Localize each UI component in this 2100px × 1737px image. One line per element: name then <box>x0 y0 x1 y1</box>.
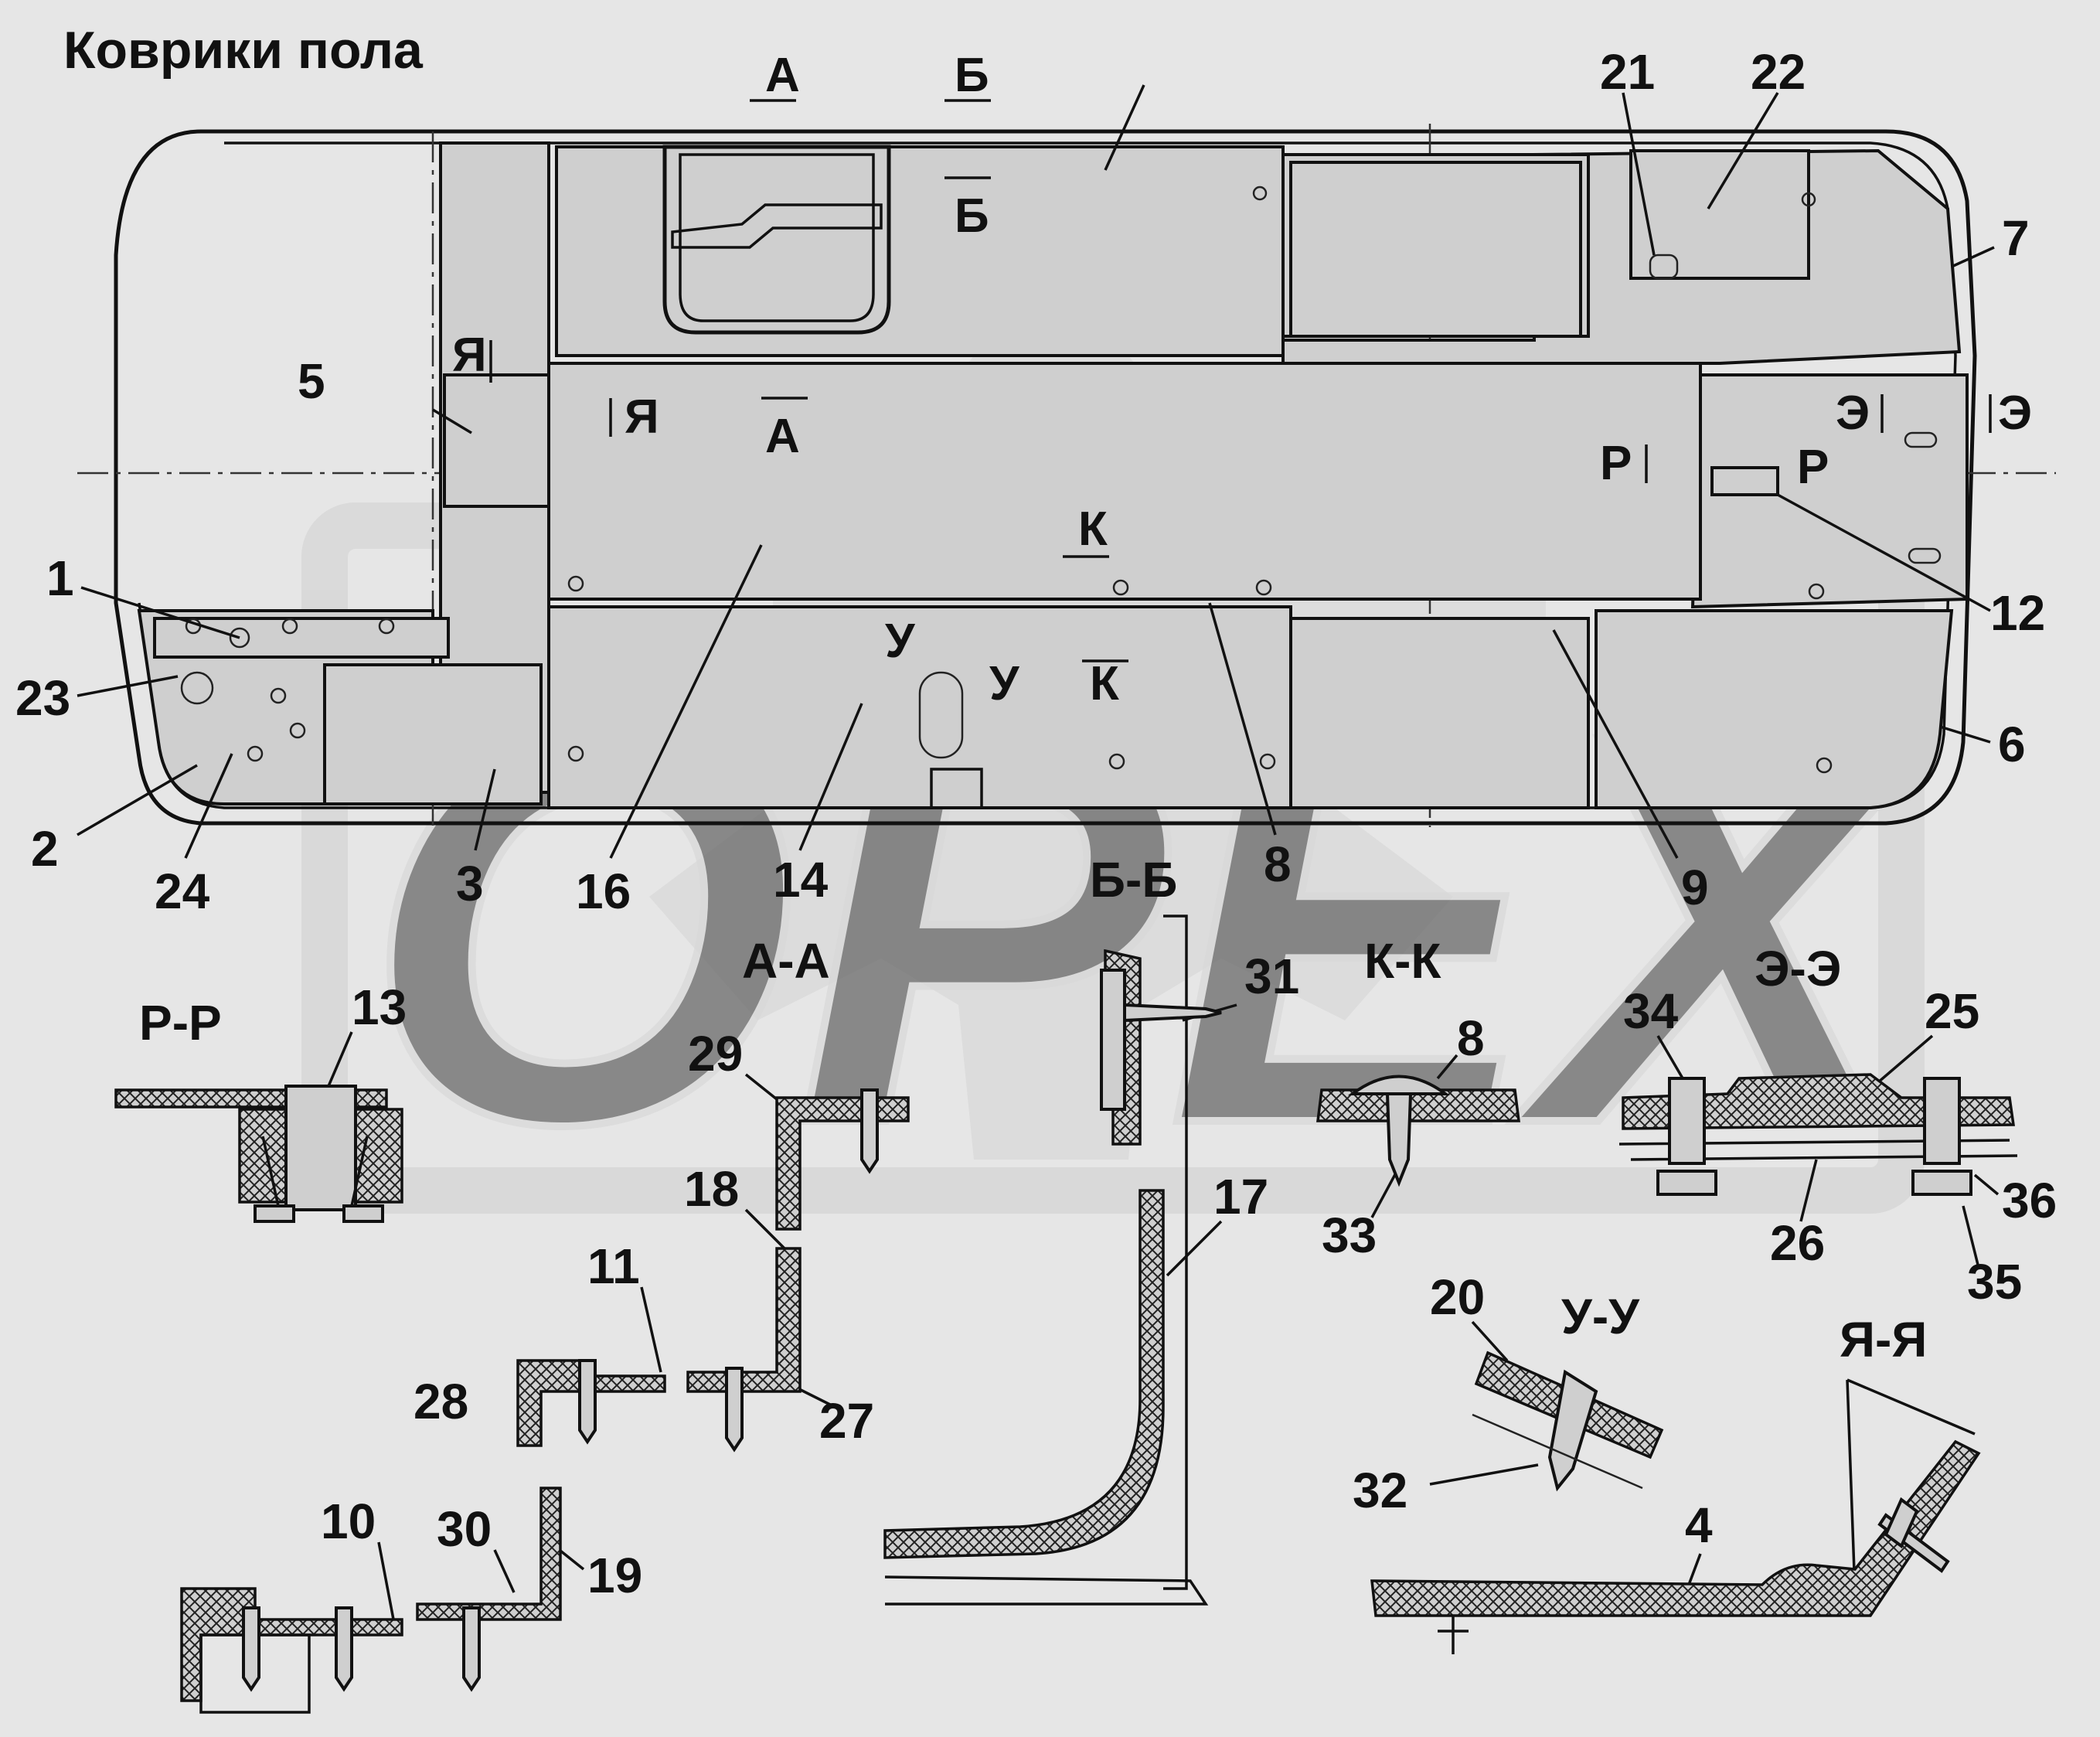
callout-17: 17 <box>1213 1169 1268 1224</box>
callout-7: 7 <box>2002 210 2030 266</box>
callout-24: 24 <box>155 863 210 919</box>
section-mark: Р <box>1600 437 1632 490</box>
callout-14: 14 <box>773 852 829 908</box>
section-ee: Э-Э 34 25 26 36 35 <box>1618 941 2057 1310</box>
section-uu: У-У 20 32 <box>1353 1269 1664 1518</box>
callout-22: 22 <box>1751 44 1806 100</box>
callout-9: 9 <box>1681 860 1709 915</box>
callout-13: 13 <box>352 979 407 1035</box>
plan-view: А Б Б Я Я А К К У У Р Р Э Э 1 2 3 5 6 7 … <box>15 44 2056 919</box>
callout-6: 6 <box>1998 717 2026 772</box>
callout-35: 35 <box>1967 1254 2022 1310</box>
section-yy: Я-Я 4 <box>1370 1312 1981 1654</box>
callout-27: 27 <box>819 1393 874 1449</box>
section-mark: Р <box>1797 441 1829 494</box>
callout-28: 28 <box>414 1374 468 1429</box>
section-mark: Б <box>955 189 989 243</box>
section-mark: Я <box>625 390 659 444</box>
plan-callouts: 1 2 3 5 6 7 8 9 12 14 16 21 22 23 24 <box>15 44 2045 919</box>
callout-30: 30 <box>437 1501 492 1557</box>
section-title: У-У <box>1561 1289 1640 1344</box>
callout-20: 20 <box>1430 1269 1485 1325</box>
section-mark: К <box>1090 657 1119 710</box>
section-aa: А-А 29 18 11 28 27 10 30 19 <box>180 933 910 1714</box>
section-title: Р-Р <box>139 995 222 1051</box>
section-mark: У <box>885 615 916 668</box>
page-title: Коврики пола <box>63 21 424 80</box>
section-title: Я-Я <box>1840 1312 1927 1367</box>
section-title: А-А <box>742 933 830 989</box>
callout-18: 18 <box>684 1161 739 1217</box>
section-marks: А Б Б Я Я А К К У У Р Р Э Э <box>452 49 2032 710</box>
callout-31: 31 <box>1244 949 1299 1004</box>
callout-23: 23 <box>15 670 70 726</box>
section-mark: Б <box>955 49 989 102</box>
section-mark: Э <box>1836 387 1870 440</box>
section-mark: А <box>765 410 800 463</box>
section-title: Б-Б <box>1090 852 1177 908</box>
section-mark: А <box>765 49 800 102</box>
callout-26: 26 <box>1770 1215 1825 1271</box>
callout-3: 3 <box>456 856 484 911</box>
section-mark: Я <box>452 329 487 382</box>
callout-36: 36 <box>2002 1173 2057 1228</box>
section-mark: Э <box>1998 387 2032 440</box>
section-title: К-К <box>1364 933 1441 989</box>
section-mark: К <box>1078 502 1108 556</box>
callout-33: 33 <box>1322 1207 1377 1263</box>
callout-21: 21 <box>1600 44 1655 100</box>
callout-8-kk: 8 <box>1457 1010 1485 1066</box>
callout-1: 1 <box>46 550 74 606</box>
section-kk: К-К 8 33 <box>1316 933 1520 1263</box>
callout-25: 25 <box>1925 983 1979 1039</box>
callout-29: 29 <box>688 1026 743 1081</box>
section-title: Э-Э <box>1755 941 1841 996</box>
section-mark: У <box>989 657 1020 710</box>
callout-5: 5 <box>298 353 325 409</box>
callout-16: 16 <box>576 863 631 919</box>
callout-4: 4 <box>1685 1497 1713 1553</box>
callout-11: 11 <box>587 1238 640 1294</box>
callout-8: 8 <box>1264 836 1292 892</box>
callout-32: 32 <box>1353 1463 1407 1518</box>
section-bb: Б-Б 31 17 <box>883 852 1299 1606</box>
callout-2: 2 <box>31 821 59 877</box>
callout-34: 34 <box>1623 983 1679 1039</box>
callout-12: 12 <box>1990 585 2045 641</box>
section-pp: Р-Р 13 <box>114 979 407 1223</box>
callout-10: 10 <box>321 1493 376 1549</box>
callout-19: 19 <box>587 1548 642 1603</box>
